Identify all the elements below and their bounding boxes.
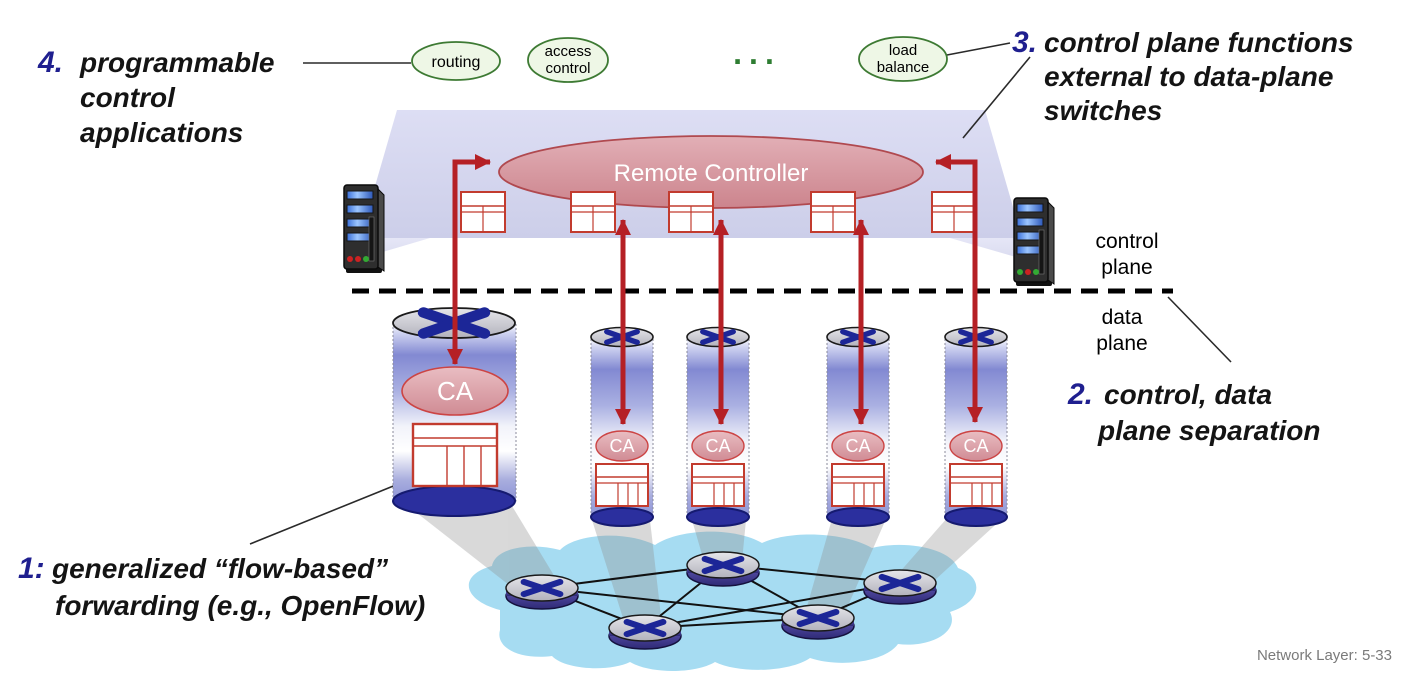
right-server bbox=[1013, 197, 1055, 287]
flow-table-icon bbox=[460, 191, 506, 233]
page-number: Network Layer: 5-33 bbox=[1257, 647, 1392, 664]
annotation-2-number: 2. bbox=[1067, 378, 1093, 411]
annotation-2-line: control, data bbox=[1104, 379, 1272, 410]
server-led bbox=[363, 256, 369, 262]
control-plane-word2: plane bbox=[1101, 256, 1152, 279]
remote-controller-oval: Remote Controller bbox=[498, 135, 924, 209]
flow-table-icon bbox=[691, 463, 745, 507]
load-app-label-line1: load bbox=[889, 42, 917, 59]
ca-label: CA bbox=[705, 436, 730, 456]
router-icon bbox=[864, 570, 936, 604]
annotation-4-line: control bbox=[80, 82, 176, 113]
flow-table-icon bbox=[570, 191, 616, 233]
access-control-app-oval: access control bbox=[527, 37, 609, 83]
annotation-1-line: generalized “flow-based” bbox=[51, 553, 388, 584]
ca-oval bbox=[831, 430, 885, 462]
flow-table-icon bbox=[810, 191, 856, 233]
annotation-4-line: applications bbox=[80, 117, 243, 148]
data-plane-word1: data bbox=[1102, 306, 1143, 329]
data-plane-label: data plane bbox=[1096, 306, 1147, 355]
beam bbox=[408, 506, 564, 592]
annotation-3-line: control plane functions bbox=[1044, 27, 1354, 58]
left-server bbox=[343, 184, 385, 274]
routing-app-oval: routing bbox=[411, 41, 501, 81]
annotation-1: 1: generalized “flow-based” forwarding (… bbox=[18, 552, 425, 621]
ca-label: CA bbox=[437, 376, 474, 406]
app-ellipsis: ... bbox=[733, 35, 781, 71]
router-icon bbox=[782, 605, 854, 639]
controller-arrow bbox=[447, 154, 491, 365]
control-plane-word1: control bbox=[1095, 230, 1158, 253]
cylinder-base bbox=[392, 485, 516, 517]
openflow-arrows bbox=[447, 154, 983, 425]
annotation-1-line: forwarding (e.g., OpenFlow) bbox=[55, 590, 425, 621]
control-applications: routing access control ... load balance bbox=[411, 35, 948, 83]
server-led bbox=[1025, 269, 1031, 275]
annotation-3-line: external to data-plane bbox=[1044, 61, 1333, 92]
ca-label: CA bbox=[609, 436, 634, 456]
server-led bbox=[1017, 269, 1023, 275]
router-icon bbox=[506, 575, 578, 609]
router-icon bbox=[609, 615, 681, 649]
server-led bbox=[347, 256, 353, 262]
ca-oval bbox=[401, 366, 509, 416]
cloud-shape bbox=[468, 531, 977, 671]
load-balance-connector-line bbox=[946, 42, 1011, 56]
annotation-3: 3. control plane functions external to d… bbox=[1012, 26, 1354, 126]
annotation-3-connector-line bbox=[962, 56, 1031, 139]
annotation-2-line: plane separation bbox=[1097, 415, 1321, 446]
router-icon bbox=[687, 552, 759, 586]
server-led bbox=[355, 256, 361, 262]
control-plane-label: control plane bbox=[1095, 230, 1158, 279]
load-balance-app-oval: load balance bbox=[858, 36, 948, 82]
annotation-2-connector-line bbox=[1167, 296, 1232, 363]
flow-table-icon bbox=[931, 191, 977, 233]
data-plane-word2: plane bbox=[1096, 332, 1147, 355]
beam bbox=[802, 519, 886, 624]
server-led bbox=[1033, 269, 1039, 275]
controller-arrow bbox=[935, 154, 983, 423]
flow-table-icon bbox=[411, 422, 499, 488]
ca-oval bbox=[949, 430, 1003, 462]
annotation-3-line: switches bbox=[1044, 95, 1162, 126]
sdn-switch-small-2: CA bbox=[686, 326, 750, 527]
annotation-4: 4. programmable control applications bbox=[37, 46, 275, 148]
flow-table-icon bbox=[668, 191, 714, 233]
routing-app-label: routing bbox=[432, 54, 481, 71]
access-app-label-line2: control bbox=[545, 60, 590, 77]
ca-oval bbox=[595, 430, 649, 462]
annotation-4-number: 4. bbox=[37, 46, 63, 79]
network-cloud bbox=[468, 531, 977, 671]
annotation-4-line: programmable bbox=[79, 47, 275, 78]
flow-table-icon bbox=[831, 463, 885, 507]
ca-label: CA bbox=[963, 436, 988, 456]
ca-label: CA bbox=[845, 436, 870, 456]
sdn-switch-small-3: CA bbox=[826, 326, 890, 527]
flow-table-icon bbox=[949, 463, 1003, 507]
ca-oval bbox=[691, 430, 745, 462]
annotation-3-number: 3. bbox=[1012, 26, 1037, 59]
remote-controller-label: Remote Controller bbox=[614, 160, 809, 187]
load-app-label-line2: balance bbox=[877, 59, 930, 76]
annotation-2: 2. control, data plane separation bbox=[1067, 378, 1321, 446]
annotation-1-number: 1: bbox=[18, 552, 45, 585]
access-app-label-line1: access bbox=[545, 43, 592, 60]
flow-table-icon bbox=[595, 463, 649, 507]
